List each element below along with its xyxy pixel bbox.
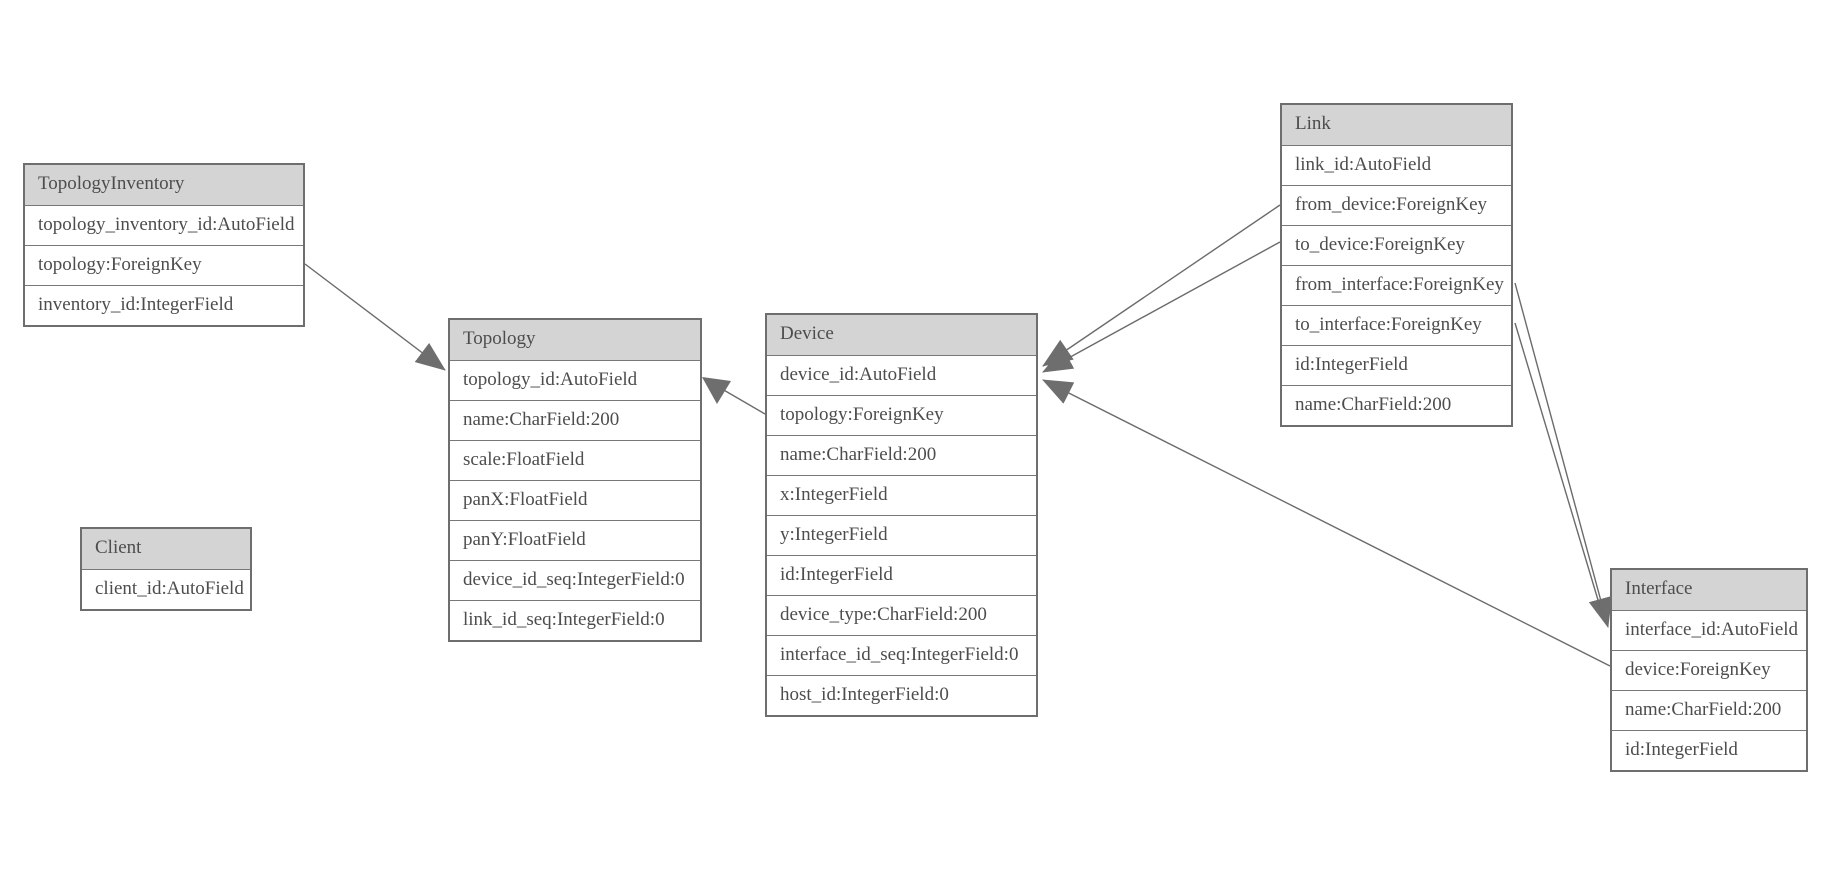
entity-table-client: Client client_id:AutoField xyxy=(80,527,252,611)
field-row: client_id:AutoField xyxy=(82,569,250,609)
field-row: id:IntegerField xyxy=(1282,345,1511,385)
entity-title: TopologyInventory xyxy=(25,165,303,205)
field-row: device_id:AutoField xyxy=(767,355,1036,395)
field-row: device_type:CharField:200 xyxy=(767,595,1036,635)
field-row: topology:ForeignKey xyxy=(767,395,1036,435)
field-row: name:CharField:200 xyxy=(1612,690,1806,730)
field-row: panX:FloatField xyxy=(450,480,700,520)
field-row: from_device:ForeignKey xyxy=(1282,185,1511,225)
entity-title: Topology xyxy=(450,320,700,360)
arrowhead-icon xyxy=(702,377,731,404)
entity-table-topologyinventory: TopologyInventory topology_inventory_id:… xyxy=(23,163,305,327)
field-row: inventory_id:IntegerField xyxy=(25,285,303,325)
field-row: id:IntegerField xyxy=(1612,730,1806,770)
field-row: interface_id:AutoField xyxy=(1612,610,1806,650)
entity-title: Device xyxy=(767,315,1036,355)
entity-title: Client xyxy=(82,529,250,569)
field-row: x:IntegerField xyxy=(767,475,1036,515)
field-row: from_interface:ForeignKey xyxy=(1282,265,1511,305)
relation-interface-device xyxy=(1042,379,1611,667)
field-row: device:ForeignKey xyxy=(1612,650,1806,690)
field-row: topology_inventory_id:AutoField xyxy=(25,205,303,245)
field-row: device_id_seq:IntegerField:0 xyxy=(450,560,700,600)
relation-link-frominterface-interface xyxy=(1514,282,1613,628)
relation-link-fromdevice-device xyxy=(1042,204,1281,367)
field-row: scale:FloatField xyxy=(450,440,700,480)
field-row: to_device:ForeignKey xyxy=(1282,225,1511,265)
field-row: topology:ForeignKey xyxy=(25,245,303,285)
field-row: topology_id:AutoField xyxy=(450,360,700,400)
entity-title: Interface xyxy=(1612,570,1806,610)
relation-link-todevice-device xyxy=(1042,241,1281,373)
field-row: name:CharField:200 xyxy=(767,435,1036,475)
field-row: interface_id_seq:IntegerField:0 xyxy=(767,635,1036,675)
field-row: host_id:IntegerField:0 xyxy=(767,675,1036,715)
field-row: link_id:AutoField xyxy=(1282,145,1511,185)
field-row: to_interface:ForeignKey xyxy=(1282,305,1511,345)
field-row: y:IntegerField xyxy=(767,515,1036,555)
field-row: panY:FloatField xyxy=(450,520,700,560)
relation-device-topology xyxy=(721,388,766,415)
field-row: name:CharField:200 xyxy=(1282,385,1511,425)
relation-topologyinventory-topology xyxy=(304,263,446,371)
field-row: name:CharField:200 xyxy=(450,400,700,440)
entity-title: Link xyxy=(1282,105,1511,145)
field-row: link_id_seq:IntegerField:0 xyxy=(450,600,700,640)
relation-link-tointerface-interface xyxy=(1514,322,1602,611)
field-row: id:IntegerField xyxy=(767,555,1036,595)
